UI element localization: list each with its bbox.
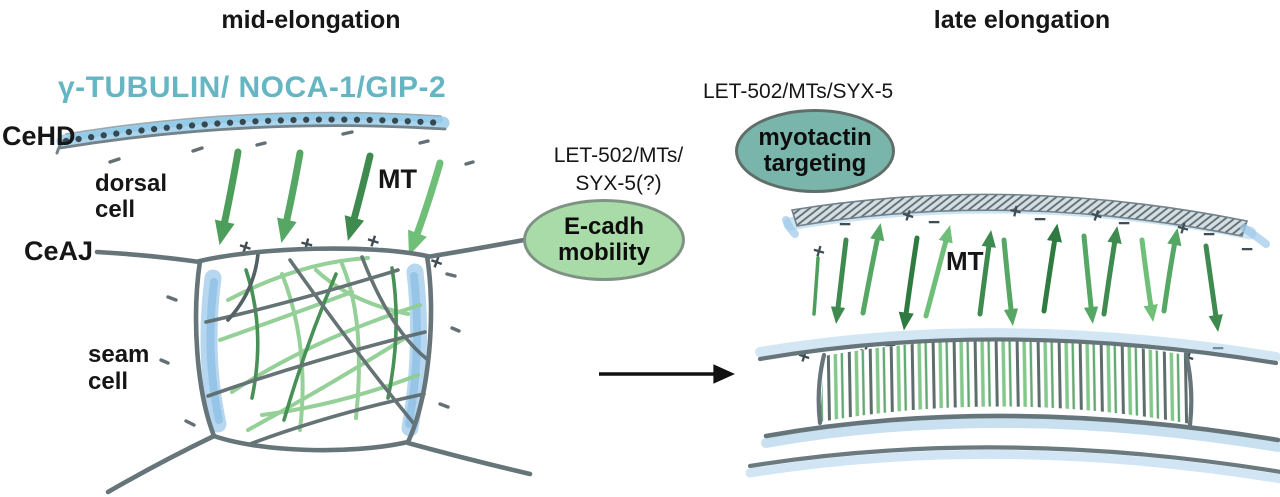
pathway-label-mid: LET-502/MTs/ SYX-5(?) bbox=[536, 142, 701, 198]
seam-cell-label: seam cell bbox=[88, 341, 149, 395]
late-panel-drawing: + − + − + − + − + − − + + − − + + − + − bbox=[745, 193, 1280, 484]
mid-panel-drawing: + + + + bbox=[55, 111, 533, 495]
mt-arrow bbox=[277, 149, 304, 244]
mt-arrow bbox=[860, 223, 885, 316]
seam-cell-line2: cell bbox=[88, 368, 129, 395]
mt-arrow bbox=[830, 237, 849, 325]
mt-label-mid: MT bbox=[378, 164, 417, 194]
seam-cell bbox=[94, 237, 533, 495]
mt-arrow bbox=[1081, 233, 1099, 325]
mt-arrows-late bbox=[812, 223, 1223, 333]
myotactin-line1: myotactin bbox=[758, 124, 872, 151]
mt-arrow bbox=[214, 148, 242, 246]
gamma-tubulin-dots bbox=[62, 116, 445, 145]
late-elongation-title: late elongation bbox=[933, 6, 1111, 34]
dorsal-cell-line2: cell bbox=[95, 196, 136, 223]
minus-sign: − bbox=[839, 213, 851, 236]
band-outer-edge bbox=[747, 445, 1280, 474]
dorsal-debris bbox=[108, 130, 475, 166]
seam-cell-line1: seam bbox=[88, 341, 150, 368]
mt-arrow bbox=[1161, 228, 1182, 314]
cehd-label: CeHD bbox=[2, 121, 76, 151]
mt-arrow bbox=[923, 225, 953, 319]
band-bottom-edge bbox=[763, 413, 1280, 443]
minus-sign: − bbox=[1118, 212, 1130, 235]
mt-label-late: MT bbox=[946, 246, 984, 276]
ecadh-mobility-bubble: E-cadh mobility bbox=[523, 199, 685, 281]
dorsal-cell-label: dorsal cell bbox=[95, 171, 167, 223]
muscle-band-hatched bbox=[790, 193, 1249, 237]
mt-arrow bbox=[1203, 243, 1223, 333]
mt-mesh bbox=[204, 252, 430, 446]
minus-sign: − bbox=[928, 211, 940, 234]
mt-arrow bbox=[977, 229, 996, 317]
gamma-tubulin-label: γ-TUBULIN/ NOCA-1/GIP-2 bbox=[58, 71, 447, 104]
mt-arrow bbox=[408, 159, 444, 256]
late-seam-cell-band bbox=[745, 328, 1280, 484]
minus-sign: − bbox=[1241, 238, 1253, 261]
mt-arrow bbox=[898, 235, 920, 331]
band-left-cap bbox=[816, 352, 827, 426]
plus-sign: + bbox=[810, 239, 828, 264]
band-right-cap bbox=[1183, 351, 1194, 428]
mt-bundle-ribs bbox=[820, 339, 1191, 424]
minus-sign: − bbox=[1203, 223, 1215, 246]
mt-arrow bbox=[1001, 237, 1019, 327]
mt-arrow bbox=[1101, 226, 1122, 317]
mt-arrow bbox=[1041, 223, 1062, 314]
ceaj-label: CeAJ bbox=[24, 236, 94, 266]
cehd-band bbox=[55, 111, 450, 155]
mt-arrow bbox=[344, 152, 374, 241]
minus-sign: − bbox=[1034, 208, 1046, 231]
pathway-mid-line2: SYX-5(?) bbox=[575, 172, 662, 195]
ecadh-line2: mobility bbox=[557, 239, 650, 266]
ecadh-line1: E-cadh bbox=[563, 213, 644, 240]
junction-extensions bbox=[94, 237, 533, 495]
myotactin-targeting-bubble: myotactin targeting bbox=[735, 109, 895, 193]
pathway-mid-line1: LET-502/MTs/ bbox=[553, 144, 684, 167]
dorsal-cell-line1: dorsal bbox=[95, 170, 168, 197]
band-top-edge bbox=[757, 337, 1279, 366]
myotactin-line2: targeting bbox=[763, 150, 867, 177]
mt-arrow bbox=[1139, 237, 1158, 323]
seam-debris bbox=[159, 272, 461, 427]
plus-sign: + bbox=[1007, 199, 1024, 224]
ceaj-line bbox=[94, 249, 203, 265]
plus-sign: + bbox=[1174, 216, 1192, 241]
pathway-label-late: LET-502/MTs/SYX-5 bbox=[703, 80, 894, 103]
muscle-band bbox=[782, 193, 1270, 248]
mt-arrows-mid bbox=[214, 148, 444, 256]
mid-elongation-title: mid-elongation bbox=[221, 6, 401, 34]
